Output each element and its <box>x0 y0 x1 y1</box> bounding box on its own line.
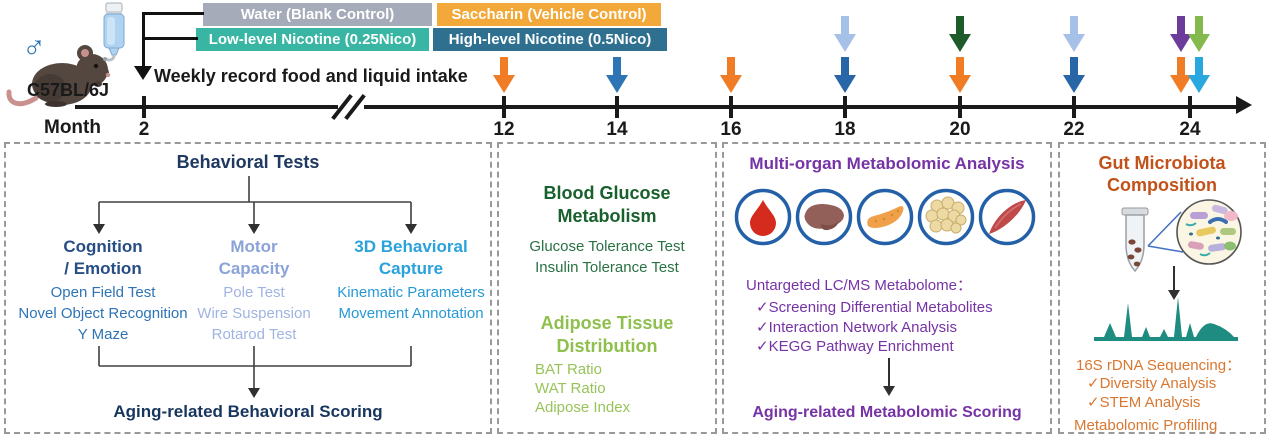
timeline-tick-22 <box>1072 96 1076 118</box>
cognition-emotion-heading: Cognition/ Emotion <box>63 237 143 278</box>
month-number-16: 16 <box>720 119 742 140</box>
timeline-arrow-month22-bottom <box>1063 57 1085 93</box>
timeline-tick-16 <box>729 96 733 118</box>
water-bottle-icon <box>103 2 125 62</box>
liver-icon <box>795 188 853 246</box>
metabolomic-flow-arrowhead-icon <box>883 386 895 396</box>
sample-tube-icon <box>1121 207 1149 273</box>
timeline-arrow-month20-bottom <box>949 57 971 93</box>
legend-saccharin-vehicle-control: Saccharin (Vehicle Control) <box>437 3 661 26</box>
legend-bracket-stub-bottom <box>142 37 198 40</box>
timeline-arrow-month14-bottom <box>606 57 628 93</box>
weekly-note: Weekly record food and liquid intake <box>154 66 468 86</box>
month-number-24: 24 <box>1179 119 1201 140</box>
timeline-tick-24 <box>1188 96 1192 118</box>
timeline-arrow-month16-bottom <box>720 57 742 93</box>
timeline-arrow-month24-top <box>1170 16 1192 52</box>
behavioral-flow-lines <box>93 176 417 398</box>
timeline-arrow-month20-top <box>949 16 971 52</box>
strain-label: C57BL/6J <box>26 80 110 100</box>
bacteria-circle-icon <box>1176 199 1242 265</box>
timeline-tick-20 <box>958 96 962 118</box>
legend-water-blank-control: Water (Blank Control) <box>203 3 432 26</box>
muscle-icon <box>978 188 1036 246</box>
sequencing-items: ✓Diversity Analysis✓STEM Analysis <box>1087 375 1217 411</box>
timeline-arrow-month24-bottom <box>1188 57 1210 93</box>
metabolome-intro: Untargeted LC/MS Metabolome： <box>746 277 972 294</box>
behavioral-scoring-label: Aging-related Behavioral Scoring <box>113 402 383 421</box>
timeline-tick-14 <box>615 96 619 118</box>
month-number-18: 18 <box>834 119 856 140</box>
timeline-arrow-month24-top <box>1188 16 1210 52</box>
organ-icon-row <box>734 188 1044 246</box>
month-axis-label: Month <box>44 117 101 138</box>
month-number-2: 2 <box>138 119 150 140</box>
timeline-axis <box>75 105 1238 109</box>
legend-bracket-stub-top <box>142 12 204 15</box>
pancreas-icon <box>856 188 914 246</box>
timeline-axis-arrowhead-icon <box>1236 96 1252 114</box>
timeline-tick-18 <box>843 96 847 118</box>
weekly-note-arrow-icon <box>134 66 152 80</box>
metabolome-items: ✓Screening Differential Metabolites✓Inte… <box>756 299 993 355</box>
timeline-tick-12 <box>502 96 506 118</box>
blood-drop-icon <box>734 188 792 246</box>
month-number-20: 20 <box>949 119 971 140</box>
sequencing-intro: 16S rDNA Sequencing： <box>1076 357 1242 374</box>
behavioral-tests-title: Behavioral Tests <box>176 152 320 172</box>
timeline-arrow-month18-top <box>834 16 856 52</box>
profiling-label: Metabolomic Profiling <box>1074 417 1218 434</box>
legend-high-level-nicotine: High-level Nicotine (0.5Nico) <box>433 28 667 51</box>
male-symbol: ♂ <box>22 28 46 64</box>
timeline-tick-2 <box>142 96 146 118</box>
mouse-icon <box>6 45 111 107</box>
timeline-arrow-month24-bottom <box>1170 57 1192 93</box>
chromatogram-icon <box>1094 297 1238 341</box>
timeline-arrow-month22-top <box>1063 16 1085 52</box>
legend-low-level-nicotine: Low-level Nicotine (0.25Nico) <box>196 28 429 51</box>
month-number-12: 12 <box>493 119 515 140</box>
timeline-arrow-month12-bottom <box>493 57 515 93</box>
fecal-sample-zoom-graphic <box>1121 199 1242 300</box>
timeline-arrow-month18-bottom <box>834 57 856 93</box>
month-number-14: 14 <box>606 119 628 140</box>
adipose-tissue-icon <box>917 188 975 246</box>
panel-behavioral-tests: Behavioral Tests Cognition/ Emotion Open… <box>4 142 492 434</box>
panel-metabolomic: Multi-organ Metabolomic Analysis <box>722 142 1052 434</box>
metabolomic-scoring-label: Aging-related Metabolomic Scoring <box>752 404 1022 421</box>
metabolomic-title: Multi-organ Metabolomic Analysis <box>749 154 1025 173</box>
timeline: Month 2 12 14 16 18 20 22 24 <box>0 0 1269 142</box>
metabolomic-flow-line <box>888 358 890 386</box>
month-number-22: 22 <box>1063 119 1085 140</box>
